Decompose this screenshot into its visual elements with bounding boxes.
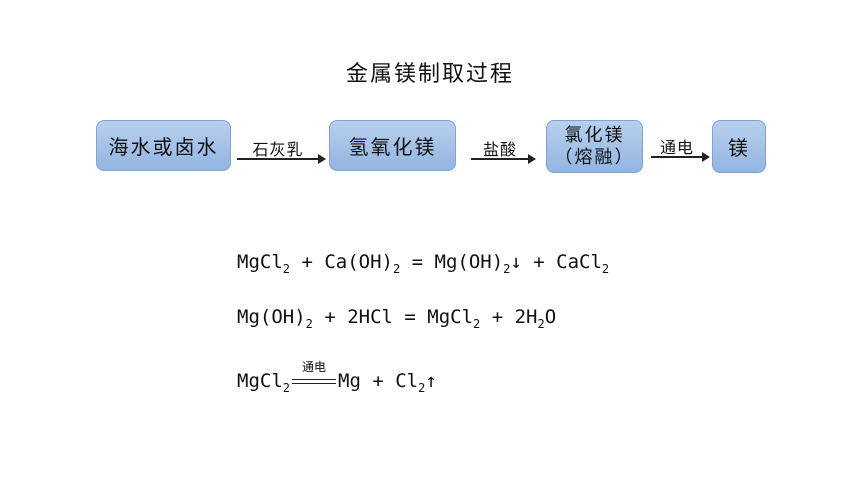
- condition-line-bottom: [292, 382, 336, 384]
- equation-2: Mg(OH)2 + 2HCl = MgCl2 + 2H2O: [237, 306, 556, 331]
- arrow-hydrochloric-acid-label: 盐酸: [482, 140, 517, 159]
- reaction-condition-label: 通电: [301, 359, 326, 374]
- flow-box-seawater-label: 海水或卤水: [108, 135, 219, 159]
- eq3-part-b: Mg + Cl: [338, 370, 419, 392]
- equation-1: MgCl2 + Ca(OH)2 = Mg(OH)2↓ + CaCl2: [237, 251, 609, 276]
- eq1-part-c: = Mg(OH): [400, 251, 504, 273]
- arrow-electrolysis: [651, 152, 710, 162]
- eq1-part-a: MgCl: [237, 251, 283, 273]
- arrow-hydrochloric-acid: [471, 154, 536, 164]
- condition-line-top: [292, 378, 336, 380]
- arrow-lime-milk: [237, 154, 326, 164]
- eq1-part-d: ↓ + CaCl: [510, 251, 602, 273]
- eq2-part-a: Mg(OH): [237, 306, 306, 328]
- flow-box-magnesium-chloride: 氯化镁 （熔融）: [546, 120, 643, 173]
- eq2-sub-a: 2: [305, 317, 313, 331]
- eq3-sub-b: 2: [418, 381, 426, 395]
- eq3-part-c: ↑: [425, 370, 437, 392]
- eq3-part-a: MgCl: [237, 370, 283, 392]
- flow-box-seawater: 海水或卤水: [96, 120, 231, 171]
- eq1-sub-c: 2: [503, 262, 511, 276]
- page-title: 金属镁制取过程: [345, 62, 514, 87]
- flow-box-magnesium-chloride-sublabel: （熔融）: [554, 146, 635, 168]
- flow-box-magnesium-hydroxide-label: 氢氧化镁: [348, 135, 437, 159]
- reaction-condition: 通电: [292, 360, 336, 392]
- eq1-sub-b: 2: [392, 262, 401, 276]
- eq2-part-d: O: [544, 306, 557, 328]
- flow-box-magnesium-chloride-label: 氯化镁: [564, 124, 625, 146]
- flow-box-magnesium-label: 镁: [728, 136, 750, 160]
- eq3-sub-a: 2: [282, 381, 290, 395]
- eq1-part-b: + Ca(OH): [290, 251, 393, 273]
- eq2-part-c: + 2H: [480, 306, 538, 328]
- flow-box-magnesium-hydroxide: 氢氧化镁: [329, 120, 456, 171]
- arrow-electrolysis-label: 通电: [659, 138, 694, 157]
- eq1-sub-a: 2: [282, 262, 290, 276]
- arrow-lime-milk-label: 石灰乳: [252, 140, 304, 159]
- eq1-sub-d: 2: [601, 262, 610, 276]
- flow-box-magnesium: 镁: [712, 120, 766, 173]
- eq2-part-b: + 2HCl = MgCl: [312, 306, 474, 328]
- eq2-sub-c: 2: [537, 317, 545, 331]
- eq2-sub-b: 2: [473, 317, 481, 331]
